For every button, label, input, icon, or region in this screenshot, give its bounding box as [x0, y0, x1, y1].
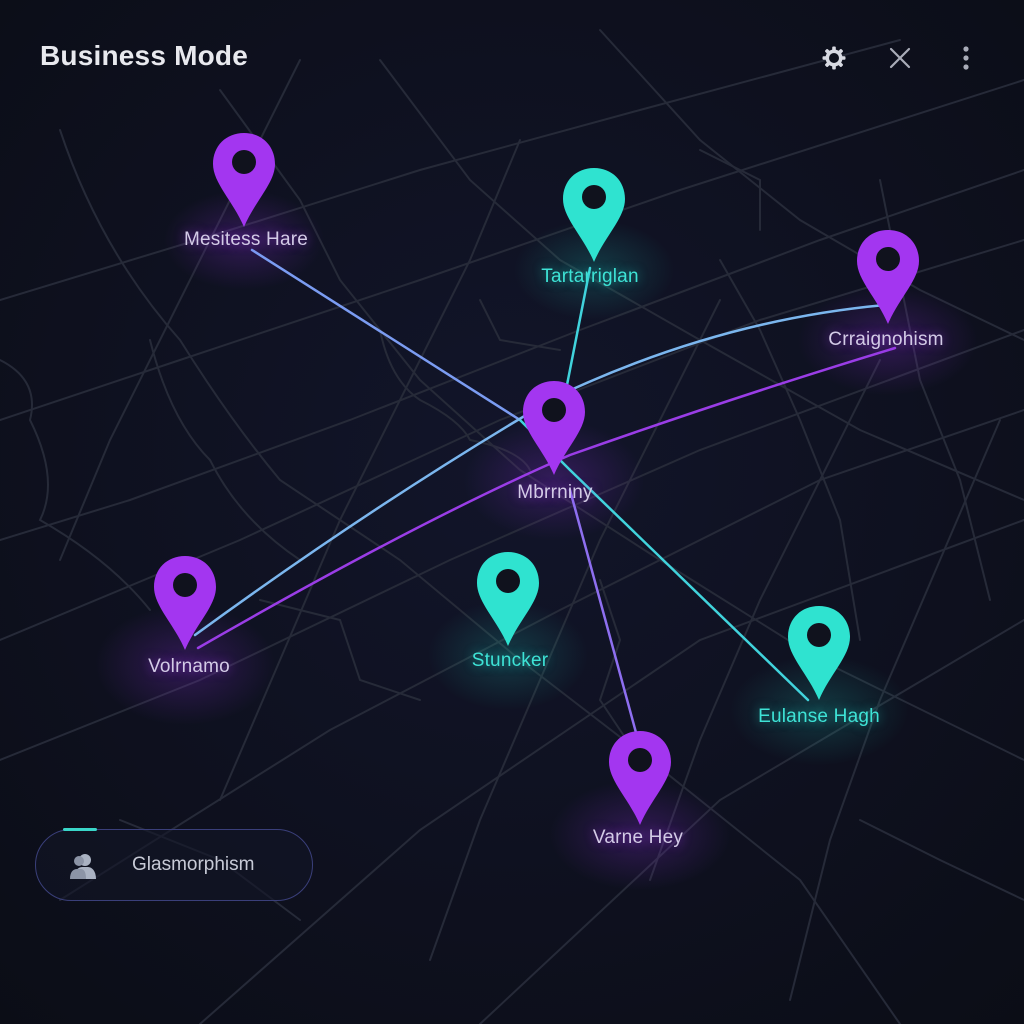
- mode-label: Glasmorphism: [132, 854, 255, 875]
- more-vertical-icon: [963, 46, 969, 70]
- map-pin-volrnamo[interactable]: [152, 554, 218, 657]
- users-icon: [70, 854, 96, 879]
- pill-accent-indicator: [63, 828, 97, 831]
- page-title: Business Mode: [40, 40, 248, 71]
- map-pin-mesitess-hare[interactable]: [211, 131, 277, 234]
- map-pin-crraignohism[interactable]: [855, 228, 921, 331]
- route-tartarriglan-to-center: [564, 266, 592, 392]
- pin-label: Eulanse Hagh: [758, 706, 880, 727]
- header-actions: [816, 40, 984, 76]
- pin-label: Volrnamo: [148, 656, 230, 677]
- route-center-to-varne: [568, 488, 640, 742]
- map-pin-tartarriglan[interactable]: [561, 166, 627, 269]
- pin-label: Stuncker: [471, 650, 549, 671]
- map-pin-eulanse-hagh[interactable]: [786, 604, 852, 707]
- location-pin-icon: [477, 552, 539, 646]
- close-button[interactable]: [882, 40, 918, 76]
- mode-toggle-pill[interactable]: Glasmorphism: [35, 828, 313, 901]
- pin-label: Mbrrniny: [517, 482, 593, 503]
- more-options-button[interactable]: [948, 40, 984, 76]
- pin-label: Crraignohism: [828, 329, 944, 350]
- pin-label: Tartarriglan: [541, 266, 639, 287]
- location-pin-icon: [563, 168, 625, 262]
- map-pin-stuncker[interactable]: [475, 550, 541, 653]
- location-pin-icon: [523, 381, 585, 475]
- settings-button[interactable]: [816, 40, 852, 76]
- close-icon: [889, 47, 911, 69]
- pin-label: Mesitess Hare: [183, 229, 309, 250]
- location-pin-icon: [154, 556, 216, 650]
- location-pin-icon: [788, 606, 850, 700]
- gear-icon: [822, 46, 846, 70]
- pin-label: Varne Hey: [592, 827, 684, 848]
- location-pin-icon: [857, 230, 919, 324]
- route-volrnamo-to-crraignohism-purple: [196, 346, 897, 650]
- map-pin-mbrrniny[interactable]: [521, 379, 587, 482]
- location-pin-icon: [609, 731, 671, 825]
- route-mesitess-to-center: [250, 248, 522, 422]
- map-pin-varne-hey[interactable]: [607, 729, 673, 832]
- pin-glows: [95, 190, 978, 890]
- location-pin-icon: [213, 133, 275, 227]
